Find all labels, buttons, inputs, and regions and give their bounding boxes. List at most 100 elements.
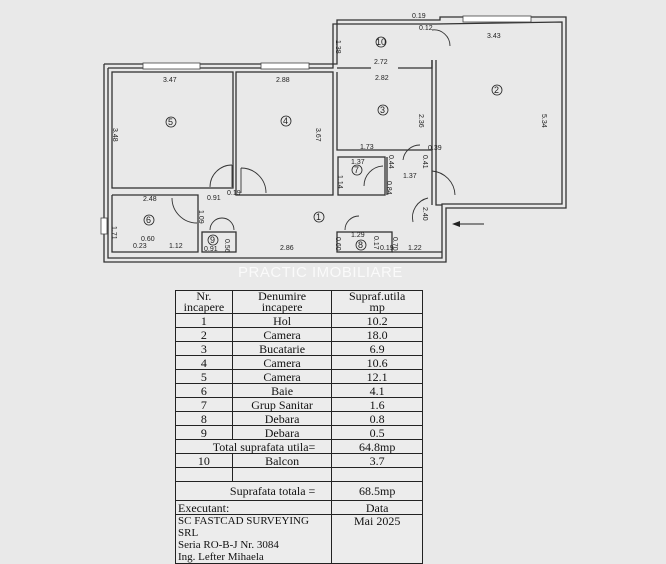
header-name-line1: Denumire	[258, 289, 307, 303]
dimension-label: 5.34	[540, 114, 547, 128]
window	[260, 62, 310, 70]
room-6-label: 6	[146, 215, 151, 225]
executant-label: Executant:	[174, 500, 333, 515]
dimension-label: 0.84	[385, 181, 392, 195]
room-area: 10.2	[331, 313, 423, 328]
dimension-label: 2.72	[374, 59, 388, 66]
room-area: 4.1	[331, 383, 423, 398]
dimension-label: 3.67	[314, 128, 321, 142]
floor-plan: 1 2 3 4 5 6 7 8 9 10 3.47 3.48 2.88 3.67…	[100, 13, 567, 263]
total-utila-value: 64.8mp	[331, 439, 423, 454]
executant-info: SC FASTCAD SURVEYING SRL Seria RO-B-J Nr…	[174, 514, 333, 564]
window	[142, 62, 201, 70]
room-name: Baie	[231, 383, 333, 398]
room-name: Debara	[231, 425, 333, 440]
dimension-label: 3.47	[163, 77, 177, 84]
executant-header-row: Executant: Data	[174, 500, 423, 515]
empty-cell	[331, 467, 423, 482]
data-label: Data	[331, 500, 423, 515]
dimension-label: 2.88	[276, 77, 290, 84]
room-area: 10.6	[331, 355, 423, 370]
header-nr-line2: incapere	[183, 300, 225, 314]
dimension-label: 0.44	[387, 155, 394, 169]
total-label: Suprafata totala =	[174, 481, 333, 501]
dimension-label: 0.23	[133, 243, 147, 250]
header-nr-line1: Nr.	[196, 289, 212, 303]
dimension-label: 0.56	[223, 239, 230, 253]
dimension-label: 2.36	[417, 114, 424, 128]
room-name: Grup Sanitar	[231, 397, 333, 412]
dimension-label: 1.09	[197, 210, 204, 224]
dimension-label: 3.43	[487, 33, 501, 40]
dimension-label: 2.82	[375, 75, 389, 82]
dimension-label: 1.14	[336, 175, 343, 189]
balcon-area: 3.7	[331, 453, 423, 468]
dimension-label: 1.37	[403, 173, 417, 180]
header-area-line2: mp	[369, 300, 385, 314]
room-1-label: 1	[316, 212, 321, 222]
total-utila-label: Total suprafata utila=	[174, 439, 333, 454]
room-name: Debara	[231, 411, 333, 426]
balcon-name: Balcon	[231, 453, 333, 468]
dimension-label: 0.17	[372, 236, 379, 250]
room-area: 12.1	[331, 369, 423, 384]
arrow-head-icon	[452, 221, 460, 227]
header-nr: Nr.incapere	[175, 289, 233, 314]
interior-walls	[111, 60, 442, 253]
room-nr: 9	[175, 425, 233, 440]
header-area-line1: Supraf.utila	[348, 289, 406, 303]
total-utila-row: Total suprafata utila= 64.8mp	[174, 439, 423, 454]
room-name: Bucatarie	[231, 341, 333, 356]
company-name: SC FASTCAD SURVEYING SRL	[178, 515, 309, 539]
dimension-label: 3.48	[111, 128, 118, 142]
room-area: 0.5	[331, 425, 423, 440]
empty-row	[175, 467, 423, 482]
room-nr: 4	[175, 355, 233, 370]
dimension-label: 0.12	[419, 25, 433, 32]
dimension-label: 1.12	[169, 243, 183, 250]
dimension-label: 0.19	[380, 245, 394, 252]
watermark: PRACTIC IMOBILIARE	[238, 264, 403, 281]
room-markers	[143, 36, 503, 251]
header-name-line2: incapere	[261, 300, 303, 314]
room-4-label: 4	[283, 116, 288, 126]
door-swings	[171, 29, 456, 231]
room-5-label: 5	[168, 117, 173, 127]
dimension-label: 0.41	[421, 155, 428, 169]
inner-outline	[107, 21, 563, 259]
dimension-label: 0.91	[204, 246, 218, 253]
total-value: 68.5mp	[331, 481, 423, 501]
outer-wall	[103, 16, 567, 263]
dimension-label: 1.37	[351, 159, 365, 166]
room-nr: 8	[175, 411, 233, 426]
balcon-row: 10 Balcon 3.7	[175, 453, 423, 468]
empty-cell	[175, 467, 233, 482]
room-nr: 7	[175, 397, 233, 412]
room-name: Camera	[231, 355, 333, 370]
room-3-label: 3	[380, 105, 385, 115]
date-value: Mai 2025	[331, 514, 423, 564]
dimension-label: 1.29	[351, 232, 365, 239]
dimension-label: 0.19	[412, 13, 426, 20]
dimension-label: 0.19	[227, 190, 241, 197]
dimension-label: 0.60	[334, 237, 341, 251]
room-nr: 3	[175, 341, 233, 356]
room-name: Camera	[231, 327, 333, 342]
room-nr: 2	[175, 327, 233, 342]
dimension-label: 2.40	[421, 207, 428, 221]
room-2-label: 2	[494, 85, 499, 95]
balcon-nr: 10	[175, 453, 233, 468]
window	[462, 15, 532, 23]
room-name: Hol	[231, 313, 333, 328]
dimension-label: 1.22	[408, 245, 422, 252]
dimension-label: 0.60	[141, 236, 155, 243]
